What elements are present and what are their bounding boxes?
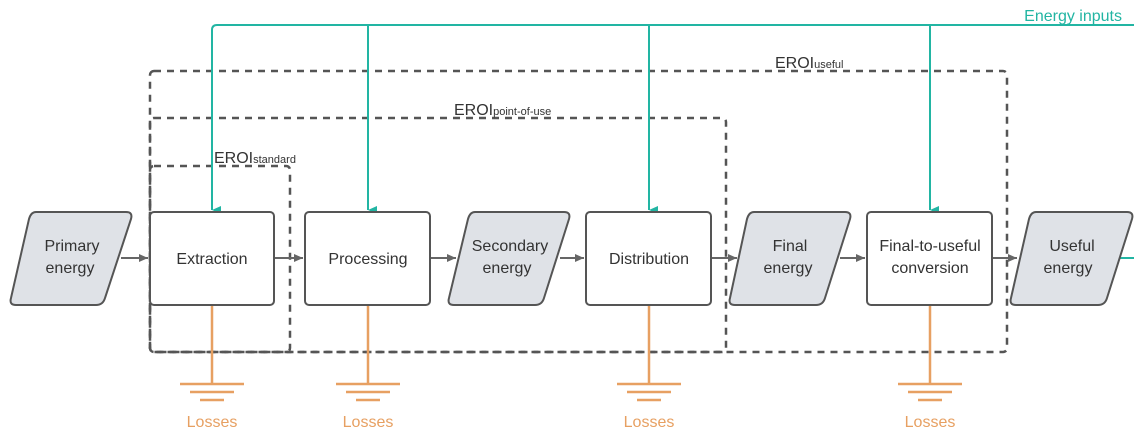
losses-label-final-to-useful: Losses [905, 414, 956, 431]
energy-input-main-line [211, 24, 1134, 31]
svg-text:Secondary: Secondary [472, 238, 549, 255]
svg-text:Primary: Primary [44, 238, 99, 255]
energy-node-primary: Primary energy [9, 211, 133, 306]
svg-text:Distribution: Distribution [609, 251, 689, 268]
process-node-distribution: Distribution [585, 211, 712, 306]
svg-text:Final-to-useful: Final-to-useful [879, 238, 980, 255]
svg-text:Useful: Useful [1049, 238, 1094, 255]
energy-inputs-lines [211, 24, 1134, 259]
svg-text:Processing: Processing [328, 251, 407, 268]
svg-text:energy: energy [483, 260, 532, 277]
energy-node-useful: Useful energy [1009, 211, 1134, 306]
eroi-useful-label: EROIuseful [775, 55, 843, 72]
boundary-eroi-useful [148, 69, 1009, 354]
losses-label-extraction: Losses [187, 414, 238, 431]
losses-lines [180, 305, 962, 402]
svg-text:energy: energy [764, 260, 813, 277]
losses-label-distribution: Losses [624, 414, 675, 431]
svg-text:energy: energy [46, 260, 95, 277]
eroi-point-of-use-label: EROIpoint-of-use [454, 102, 551, 119]
svg-text:Extraction: Extraction [176, 251, 247, 268]
svg-text:Final: Final [773, 238, 808, 255]
process-node-extraction: Extraction [149, 211, 275, 306]
losses-label-processing: Losses [343, 414, 394, 431]
svg-text:conversion: conversion [891, 260, 968, 277]
energy-inputs-label: Energy inputs [1024, 8, 1122, 25]
energy-node-secondary: Secondary energy [447, 211, 571, 306]
eroi-standard-label: EROIstandard [214, 150, 296, 167]
energy-node-final: Final energy [728, 211, 852, 306]
process-node-final-to-useful: Final-to-useful conversion [866, 211, 993, 306]
process-node-processing: Processing [304, 211, 431, 306]
svg-text:energy: energy [1044, 260, 1093, 277]
